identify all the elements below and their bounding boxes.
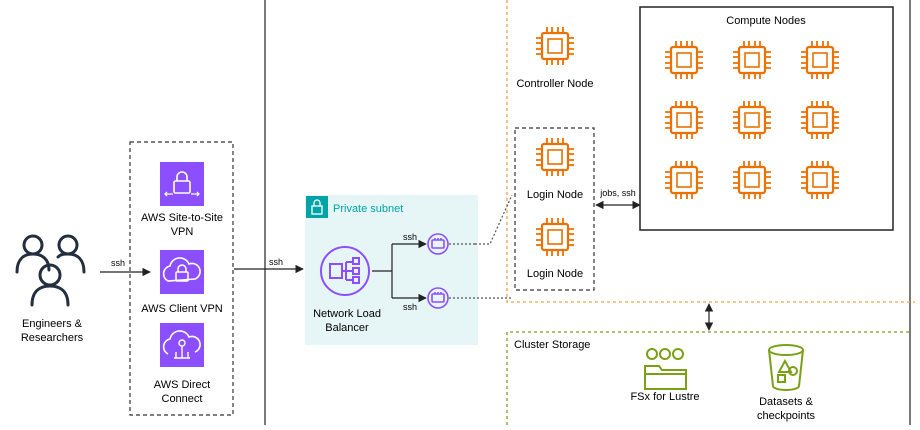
client-vpn-icon: [160, 250, 204, 294]
users-label-line1: Engineers &: [22, 318, 83, 330]
fsx-label: FSx for Lustre: [630, 391, 699, 403]
direct-connect-label-line1: AWS Direct: [154, 379, 210, 391]
eni-bottom-icon: [427, 287, 449, 309]
controller-node-label: Controller Node: [516, 78, 593, 90]
datasets-label-line2: checkpoints: [757, 410, 816, 422]
edge-nlb-top-label: ssh: [403, 232, 417, 242]
edge-login-compute-label: jobs, ssh: [599, 188, 636, 198]
direct-connect-icon: [160, 323, 204, 367]
fsx-lustre-icon: [644, 348, 687, 390]
edge-nlb-bottom-label: ssh: [403, 302, 417, 312]
nlb-fork-lines: [372, 244, 393, 298]
compute-nodes-group: [639, 6, 894, 231]
cluster-storage-group: [506, 331, 910, 425]
edge-vpn-to-nlb-label: ssh: [269, 257, 283, 267]
users-label-line2: Researchers: [21, 332, 84, 344]
site-to-site-vpn-icon: [160, 162, 204, 206]
login-node-1-label: Login Node: [527, 189, 583, 201]
controller-node-icon: [534, 25, 576, 67]
login-nodes-group: [514, 127, 595, 291]
network-load-balancer-icon: [320, 246, 370, 296]
login-node-2-label: Login Node: [527, 268, 583, 280]
cluster-boundary: [506, 0, 915, 303]
users-group-icon: [15, 234, 86, 307]
site-to-site-label-line1: AWS Site-to-Site: [141, 212, 223, 224]
nlb-label-line2: Balancer: [325, 322, 369, 334]
connectivity-group: [129, 141, 234, 416]
direct-connect-label-line2: Connect: [162, 393, 203, 405]
cluster-storage-title: Cluster Storage: [514, 339, 590, 351]
datasets-label-line1: Datasets &: [759, 396, 813, 408]
site-to-site-label-line2: VPN: [171, 226, 194, 238]
private-subnet-title: Private subnet: [333, 203, 403, 215]
login-node-1-icon: [534, 136, 576, 178]
nlb-label-line1: Network Load: [313, 308, 381, 320]
compute-nodes-title: Compute Nodes: [726, 15, 806, 27]
client-vpn-label: AWS Client VPN: [141, 303, 223, 315]
subnet-lock-icon: [306, 196, 328, 218]
login-node-2-icon: [534, 216, 576, 258]
eni-top-to-login-link: [449, 194, 513, 245]
eni-top-icon: [427, 233, 449, 255]
s3-bucket-icon: [768, 344, 804, 391]
edge-users-to-vpn-label: ssh: [111, 258, 125, 268]
